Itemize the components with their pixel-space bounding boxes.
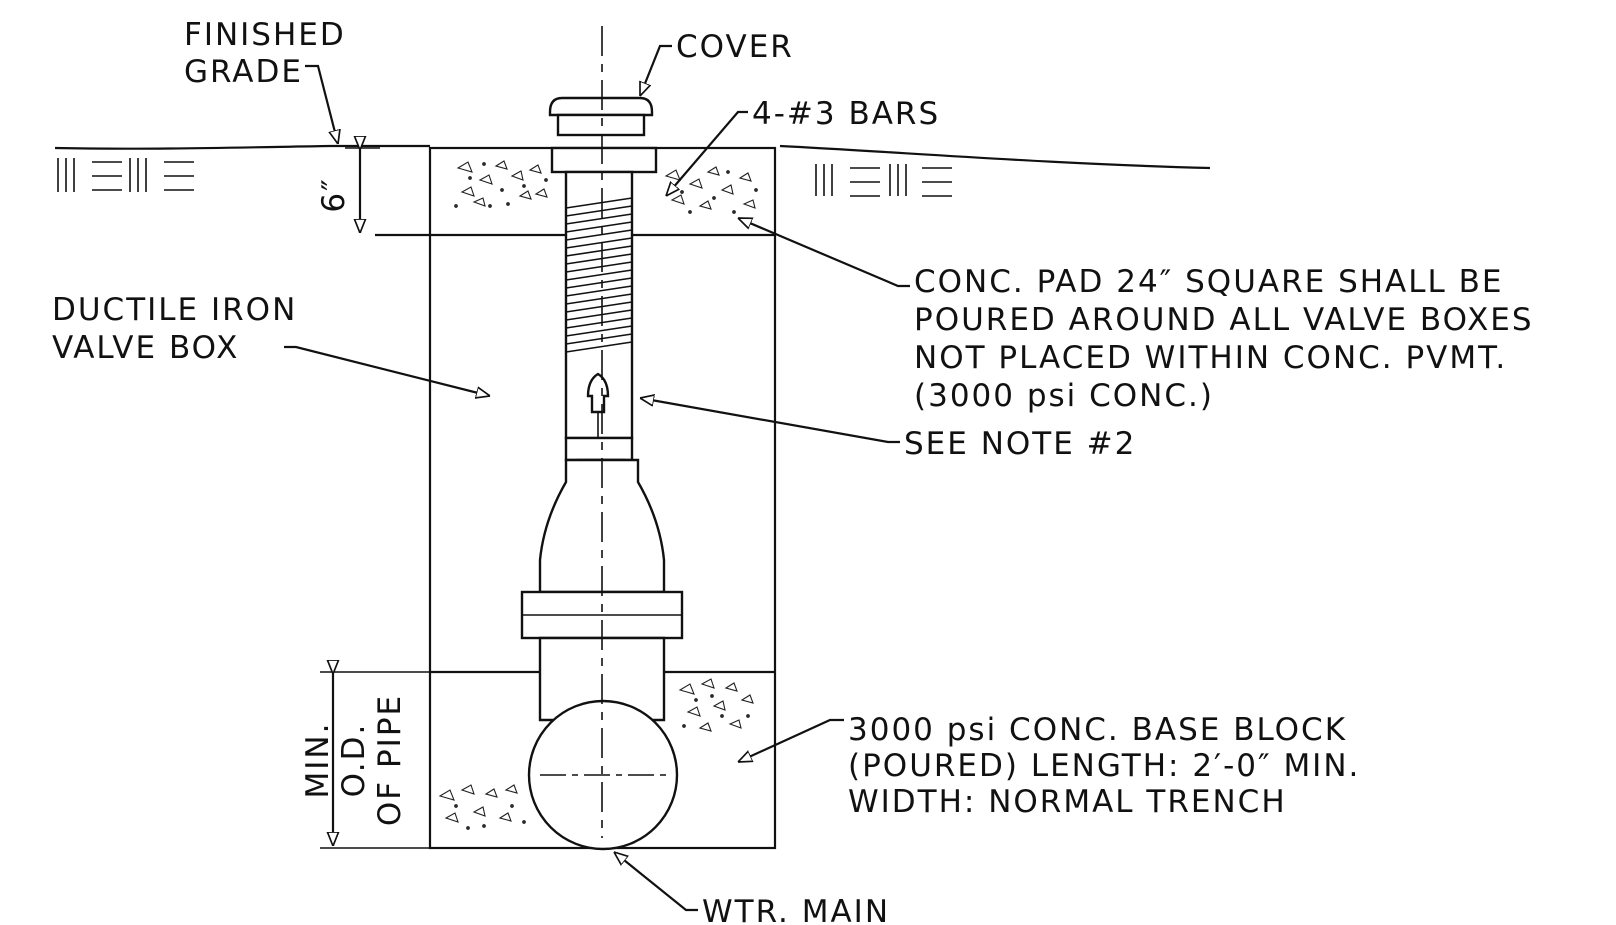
cover-neck <box>556 113 646 137</box>
dimension-6in <box>345 148 380 233</box>
screw-thread <box>565 197 633 353</box>
dimension-6in-label: 6″ <box>316 177 352 212</box>
leader-finished-grade <box>305 64 338 144</box>
stem-housing <box>564 436 634 462</box>
leader-base-block <box>738 718 844 764</box>
leader-bars <box>666 110 748 196</box>
base-block-label-2: (POURED) LENGTH: 2′-0″ MIN. <box>848 748 1360 784</box>
min-od-label-2: O.D. <box>336 723 372 798</box>
ground-line <box>54 144 1211 170</box>
soil-hatch-right <box>815 164 952 197</box>
base-block-label-3: WIDTH: NORMAL TRENCH <box>848 784 1287 820</box>
dimension-min-od <box>320 672 430 849</box>
leader-see-note <box>640 398 900 444</box>
soil-hatch-left <box>57 158 194 192</box>
conc-pad-label-4: (3000 psi CONC.) <box>914 378 1214 414</box>
min-od-label-1: MIN. <box>300 722 336 799</box>
conc-pad-label-1: CONC. PAD 24″ SQUARE SHALL BE <box>914 264 1504 300</box>
conc-pad-label-3: NOT PLACED WITHIN CONC. PVMT. <box>914 340 1507 376</box>
concrete-aggregate-pad-right <box>664 166 758 214</box>
concrete-aggregate-pad-left <box>454 160 548 208</box>
finished-grade-label-2: GRADE <box>184 54 303 90</box>
upper-collar <box>550 146 658 174</box>
leader-ductile <box>284 345 490 396</box>
min-od-label-3: OF PIPE <box>372 694 408 826</box>
finished-grade-label-1: FINISHED <box>184 17 346 53</box>
leader-conc-pad <box>738 216 910 288</box>
leader-wtr-main <box>614 852 698 912</box>
valve-box-cover <box>548 96 654 117</box>
wtr-main-label: WTR. MAIN <box>702 894 890 925</box>
leader-cover <box>638 44 672 96</box>
ductile-label-1: DUCTILE IRON <box>52 292 297 328</box>
base-block-label-1: 3000 psi CONC. BASE BLOCK <box>848 712 1347 748</box>
operating-nut <box>586 372 610 414</box>
see-note-label: SEE NOTE #2 <box>904 426 1136 462</box>
bars-label: 4-#3 BARS <box>752 96 940 132</box>
cover-label: COVER <box>676 29 794 65</box>
concrete-aggregate-base-right <box>678 678 754 732</box>
conc-pad-label-2: POURED AROUND ALL VALVE BOXES <box>914 302 1534 338</box>
concrete-aggregate-base-left <box>438 784 526 830</box>
ductile-label-2: VALVE BOX <box>52 330 239 366</box>
